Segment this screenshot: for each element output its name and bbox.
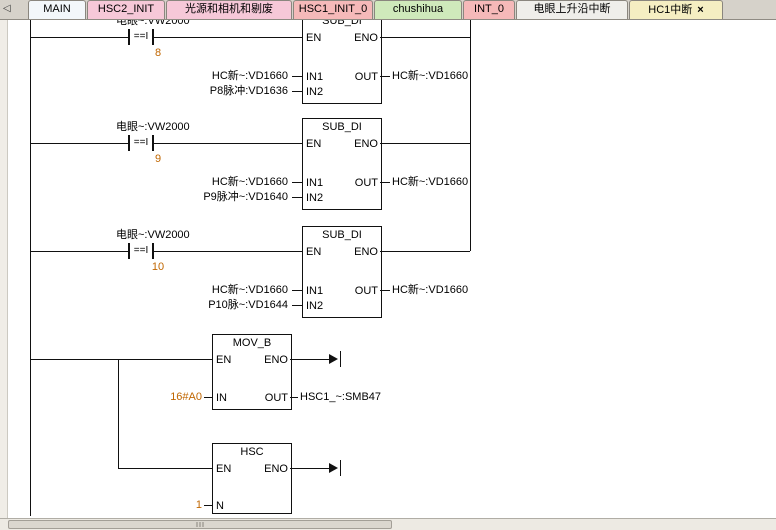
compare-value: 8 <box>154 47 162 59</box>
wire-h <box>380 251 470 252</box>
pin-in: IN <box>216 392 227 404</box>
pin-in2: IN2 <box>306 300 324 312</box>
tab-main[interactable]: MAIN <box>28 0 86 19</box>
continuation-arrow-icon <box>329 354 338 364</box>
tab-int-0[interactable]: INT_0 <box>463 0 515 19</box>
continuation-bar-icon <box>340 351 341 367</box>
compare-contact[interactable]: ==I <box>128 135 154 151</box>
tab-close-icon[interactable]: × <box>697 3 704 16</box>
pin-en: EN <box>306 32 322 44</box>
pin-in1: IN1 <box>306 71 324 83</box>
wire-h <box>290 359 330 360</box>
out-operand: HC新~:VD1660 <box>392 176 469 188</box>
compare-value: 9 <box>154 153 162 165</box>
power-rail <box>30 20 31 516</box>
n-operand: 1 <box>195 499 202 511</box>
tab-hsc2-init[interactable]: HSC2_INIT <box>87 0 165 19</box>
wire-h <box>204 505 212 506</box>
pin-eno: ENO <box>354 138 378 150</box>
wire-h <box>380 182 390 183</box>
wire-h <box>380 290 390 291</box>
horizontal-scrollbar[interactable] <box>0 518 776 530</box>
pin-n: N <box>216 500 224 512</box>
wire-h <box>380 37 470 38</box>
pin-en: EN <box>306 138 322 150</box>
wire-h <box>292 76 302 77</box>
wire-h <box>154 251 302 252</box>
tab-bar: ◁ MAIN HSC2_INIT 光源和相机和剔废 HSC1_INIT_0 ch… <box>0 0 776 20</box>
wire-h <box>292 290 302 291</box>
wire-h <box>290 397 298 398</box>
tab-label: HC1中断 <box>648 3 693 16</box>
pin-eno: ENO <box>354 32 378 44</box>
contact-operand: 电眼~:VW2000 <box>116 229 190 241</box>
mov-b-block[interactable]: MOV_B EN ENO IN OUT <box>212 334 292 410</box>
left-margin <box>0 20 8 518</box>
compare-contact[interactable]: ==I <box>128 243 154 259</box>
sub-di-block[interactable]: SUB_DI EN ENO IN1 OUT IN2 <box>302 226 382 318</box>
wire-h <box>30 143 128 144</box>
output-merge-rail <box>470 20 471 251</box>
pin-out: OUT <box>264 392 288 404</box>
sub-di-block[interactable]: SUB_DI EN ENO IN1 OUT IN2 <box>302 118 382 210</box>
pin-in1: IN1 <box>306 177 324 189</box>
pin-en: EN <box>306 246 322 258</box>
wire-h <box>30 37 128 38</box>
compare-value: 10 <box>151 261 165 273</box>
block-title: HSC <box>240 446 264 458</box>
pin-out: OUT <box>354 71 378 83</box>
pin-out: OUT <box>354 177 378 189</box>
pin-en: EN <box>216 463 232 475</box>
wire-h <box>154 143 302 144</box>
wire-h <box>292 197 302 198</box>
wire-h <box>30 359 212 360</box>
tab-hsc1-init-0[interactable]: HSC1_INIT_0 <box>293 0 373 19</box>
wire-h <box>118 468 212 469</box>
wire-h <box>380 143 470 144</box>
block-title: MOV_B <box>232 337 272 349</box>
wire-h <box>292 305 302 306</box>
pin-en: EN <box>216 354 232 366</box>
continuation-bar-icon <box>340 460 341 476</box>
tab-eye-rising-interrupt[interactable]: 电眼上升沿中断 <box>516 0 628 19</box>
pin-in2: IN2 <box>306 86 324 98</box>
hsc-block[interactable]: HSC EN ENO N <box>212 443 292 514</box>
block-title: SUB_DI <box>322 121 362 133</box>
tab-hc1-interrupt[interactable]: HC1中断 × <box>629 0 723 19</box>
in2-operand: P8脉冲:VD1636 <box>209 85 288 97</box>
in1-operand: HC新~:VD1660 <box>211 176 288 188</box>
compare-contact[interactable]: ==I <box>128 29 154 45</box>
tab-chushihua[interactable]: chushihua <box>374 0 462 19</box>
in2-operand: P9脉冲~:VD1640 <box>203 191 288 203</box>
pin-in1: IN1 <box>306 285 324 297</box>
block-title: SUB_DI <box>322 229 362 241</box>
pin-in2: IN2 <box>306 192 324 204</box>
wire-h <box>290 468 330 469</box>
pin-out: OUT <box>354 285 378 297</box>
sub-di-block[interactable]: SUB_DI EN ENO IN1 OUT IN2 <box>302 12 382 104</box>
wire-h <box>154 37 302 38</box>
wire-h <box>30 251 128 252</box>
wire-h <box>292 91 302 92</box>
out-operand: HSC1_~:SMB47 <box>300 391 382 403</box>
continuation-arrow-icon <box>329 463 338 473</box>
out-operand: HC新~:VD1660 <box>392 284 469 296</box>
in-operand: 16#A0 <box>170 391 202 403</box>
tab-light-camera-reject[interactable]: 光源和相机和剔废 <box>166 0 292 19</box>
pin-eno: ENO <box>264 354 288 366</box>
wire-h <box>292 182 302 183</box>
wire-h <box>380 76 390 77</box>
scrollbar-thumb[interactable] <box>8 520 392 529</box>
out-operand: HC新~:VD1660 <box>392 70 469 82</box>
contact-operand: 电眼~:VW2000 <box>116 121 190 133</box>
tab-scroll-left-icon[interactable]: ◁ <box>3 3 11 14</box>
pin-eno: ENO <box>264 463 288 475</box>
in1-operand: HC新~:VD1660 <box>211 284 288 296</box>
wire-h <box>204 397 212 398</box>
wire-v <box>118 359 119 469</box>
pin-eno: ENO <box>354 246 378 258</box>
scrollbar-grip-icon <box>196 522 205 527</box>
in1-operand: HC新~:VD1660 <box>211 70 288 82</box>
in2-operand: P10脉~:VD1644 <box>208 299 288 311</box>
